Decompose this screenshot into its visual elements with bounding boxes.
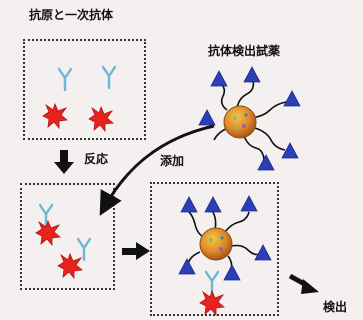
- panel3-complex: [178, 195, 272, 316]
- arrow-down-icon: [54, 150, 74, 174]
- arrow-right-icon: [122, 242, 150, 260]
- panel2-antigen-1: [35, 220, 61, 246]
- box-bound-primary: [20, 183, 115, 290]
- reagent-bead: [198, 66, 301, 171]
- addition-arrow-icon: [99, 124, 215, 216]
- box-bound-reagent: [150, 182, 279, 316]
- panel1-antibody-2: [101, 65, 117, 90]
- detection-arrow-icon: [288, 273, 319, 294]
- panel2-antibody-1: [38, 203, 54, 228]
- label-addition: 添加: [160, 154, 185, 168]
- panel1-antibody-1: [57, 67, 73, 92]
- panel2-antibody-2: [76, 237, 92, 262]
- panel1-antigen-2: [88, 106, 114, 132]
- panel1-antigen-1: [42, 103, 68, 129]
- label-reaction: 反応: [84, 152, 109, 166]
- label-antigen-primary: 抗原と一次抗体: [29, 8, 114, 22]
- box-antigen-primary: [23, 39, 146, 140]
- panel2-antigen-2: [57, 253, 83, 279]
- label-detection: 検出: [323, 300, 348, 314]
- label-reagent: 抗体検出試薬: [208, 44, 281, 58]
